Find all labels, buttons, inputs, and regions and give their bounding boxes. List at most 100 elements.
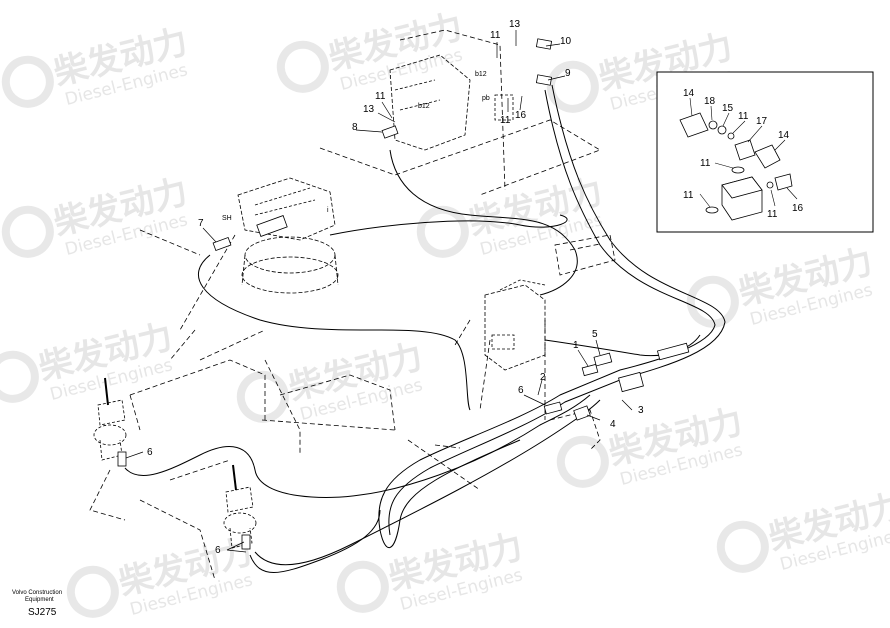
- callout-3: 3: [638, 405, 644, 416]
- inset-callout-14: 14: [683, 88, 695, 99]
- watermark-logo: [556, 435, 609, 488]
- inset-callout-15: 15: [722, 103, 734, 114]
- watermark-logo: [336, 560, 389, 613]
- callout-5: 5: [592, 329, 598, 340]
- fitting-4: [573, 405, 591, 421]
- hose-top-right-long-b: [388, 84, 726, 536]
- callout-13: 13: [363, 104, 375, 115]
- inset-callout-14: 14: [778, 130, 790, 141]
- fitting-6-right: [241, 534, 251, 550]
- fitting-right-hose-end: [656, 342, 690, 361]
- hose-upper-swing: [329, 214, 568, 236]
- pilot-lever-left: [93, 377, 127, 461]
- control-valve-top: [389, 54, 514, 151]
- callout-6: 6: [215, 545, 221, 556]
- leader-lines: [125, 30, 633, 553]
- callout-6: 6: [147, 447, 153, 458]
- hose-center-to-left-lever: [124, 394, 591, 498]
- hose-fittings: [117, 38, 690, 550]
- port-label-b12: b12: [418, 103, 430, 110]
- fitting-1: [581, 363, 599, 377]
- inset-elbow-14b: [754, 144, 781, 169]
- port-labels: b12 pb b12 SH i: [222, 71, 490, 222]
- port-label-pb: pb: [482, 95, 490, 102]
- callout-1: 1: [573, 340, 579, 351]
- detail-inset: 14 18 15 11 17 14 11 11 11 16: [656, 71, 874, 233]
- callouts: 11 13 10 9 11 13 8 11 16 7 5 1 2 6 3 4 6…: [147, 19, 644, 556]
- callout-10: 10: [560, 36, 572, 47]
- watermark-logo: [1, 55, 54, 108]
- inset-callout-17: 17: [756, 116, 768, 127]
- watermark-logo: [416, 205, 469, 258]
- fitting-6-center: [543, 401, 563, 415]
- watermark-tile: 柴发动力 Diesel-Engines: [0, 317, 177, 405]
- hose-top-left: [389, 149, 578, 296]
- watermark-tile: 柴发动力 Diesel-Engines: [1, 22, 192, 110]
- fitting-10: [535, 38, 553, 50]
- watermark-logo: [0, 350, 39, 403]
- machine-frame-dashed: [89, 29, 616, 581]
- inset-callout-18: 18: [704, 96, 716, 107]
- port-label-b12: b12: [475, 71, 487, 78]
- callout-9: 9: [565, 68, 571, 79]
- fitting-5: [593, 352, 613, 367]
- callout-7: 7: [198, 218, 204, 229]
- inset-adapter-17: [734, 139, 756, 161]
- valve-block-right: [484, 279, 546, 371]
- watermark-logo: [716, 520, 769, 573]
- fitting-swing-port: [256, 215, 288, 237]
- fitting-8: [381, 125, 399, 139]
- inset-callout-11: 11: [683, 190, 694, 201]
- callout-2: 2: [540, 372, 546, 383]
- hose-right-lever-b: [254, 399, 601, 566]
- watermark-logo: [276, 40, 329, 93]
- callout-13: 13: [509, 19, 521, 30]
- fitting-7: [212, 236, 232, 252]
- footer-maker-line1: Volvo Construction: [12, 590, 62, 596]
- callout-4: 4: [610, 419, 616, 430]
- pilot-lever-right: [223, 464, 257, 549]
- watermark-logo: [66, 565, 119, 618]
- inset-oring-11d: [766, 181, 774, 189]
- swing-motor: [237, 177, 339, 294]
- watermark-logo: [236, 370, 289, 423]
- inset-nut-15: [717, 125, 727, 135]
- figure-code: SJ275: [28, 607, 57, 618]
- inset-callout-16: 16: [792, 203, 804, 214]
- callout-11: 11: [375, 91, 386, 102]
- watermark-logo: [686, 275, 739, 328]
- inset-callout-11: 11: [767, 209, 778, 220]
- inset-oring-11: [727, 132, 735, 140]
- fitting-3: [618, 371, 644, 393]
- callout-6: 6: [518, 385, 524, 396]
- fitting-9: [535, 74, 553, 86]
- watermark-tile: 柴发动力 Diesel-Engines: [1, 172, 192, 260]
- watermark-tile: 柴发动力 Diesel-Engines: [716, 487, 890, 575]
- callout-11: 11: [500, 115, 511, 126]
- callout-16: 16: [515, 110, 527, 121]
- inset-elbow-14: [679, 112, 709, 138]
- inset-callout-11: 11: [700, 158, 711, 169]
- inset-plug-16: [774, 173, 793, 191]
- callout-8: 8: [352, 122, 358, 133]
- watermark-logo: [1, 205, 54, 258]
- port-label-i: i: [327, 207, 329, 214]
- inset-block-top: [721, 176, 763, 199]
- footer-maker-line2: Equipment: [25, 597, 54, 603]
- footer: Volvo Construction Equipment SJ275: [12, 590, 62, 618]
- hose-top-right-long: [378, 89, 716, 549]
- inset-oring-11c: [705, 206, 719, 214]
- callout-11: 11: [490, 30, 501, 41]
- watermark-logo: [546, 60, 599, 113]
- watermark-tile: 柴发动力 Diesel-Engines: [686, 242, 877, 330]
- inset-oring-18: [708, 120, 718, 130]
- hose-swing-left: [198, 254, 471, 411]
- inset-callout-11: 11: [738, 111, 749, 122]
- watermark-tile: 柴发动力 Diesel-Engines: [336, 527, 527, 615]
- inset-oring-11b: [731, 166, 745, 174]
- fitting-6-left: [117, 451, 127, 467]
- hose-right-lever: [249, 509, 381, 573]
- hydraulic-hoses: [124, 84, 726, 573]
- port-label-sh: SH: [222, 215, 232, 222]
